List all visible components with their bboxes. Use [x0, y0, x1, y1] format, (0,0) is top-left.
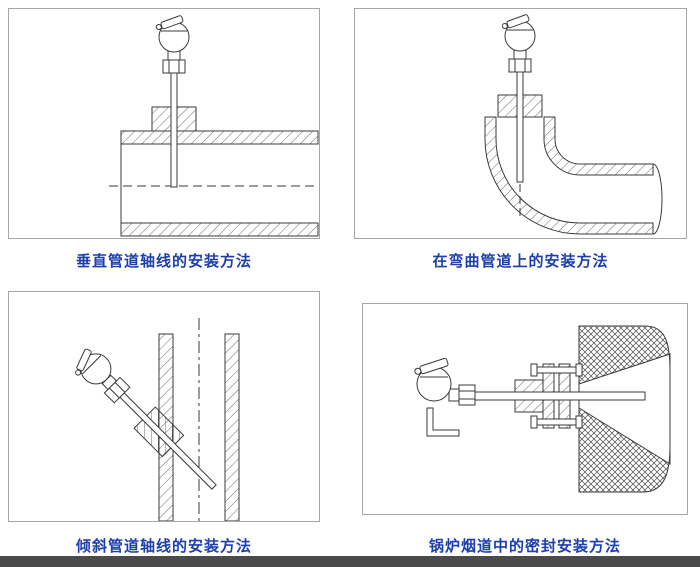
thermocouple-inclined	[75, 348, 217, 490]
flange-bolt	[534, 418, 580, 426]
panel-boiler-flue	[362, 303, 688, 515]
head-cap	[75, 348, 92, 376]
thermocouple-horizontal	[414, 357, 646, 437]
head-cap	[414, 357, 449, 375]
support-bracket	[426, 407, 460, 437]
bolt-nut	[530, 363, 538, 377]
panel-curved-pipe	[354, 8, 687, 239]
elbow-pipe	[484, 116, 663, 235]
vertical-pipe	[158, 318, 240, 521]
probe-stem	[170, 72, 178, 188]
panel-vertical-pipe	[8, 8, 320, 239]
bolt-nut	[575, 415, 583, 429]
hex-fitting	[458, 384, 476, 406]
pipe-open-end	[652, 163, 663, 235]
caption-vertical-pipe: 垂直管道轴线的安装方法	[75, 252, 252, 270]
diagram-sealed-flue-installation	[414, 325, 671, 493]
caption-inclined-pipe: 倾斜管道轴线的安装方法	[75, 537, 252, 555]
thermocouple-vertical	[151, 15, 197, 188]
diagram-elbow-installation	[484, 14, 663, 235]
thermocouple-vertical	[497, 14, 543, 183]
diagram-inclined-installation	[75, 318, 240, 521]
neck	[448, 388, 460, 402]
probe-stem	[516, 71, 524, 183]
probe-stem	[474, 391, 646, 401]
flange-bolt	[534, 366, 580, 374]
caption-boiler-flue: 锅炉烟道中的密封安装方法	[428, 537, 621, 555]
caption-curved-pipe: 在弯曲管道上的安装方法	[432, 252, 609, 270]
flue-wall	[578, 325, 671, 493]
head-cap	[501, 14, 530, 30]
diagram-vertical-installation	[109, 15, 319, 237]
bolt-nut	[575, 363, 583, 377]
hex-fitting	[162, 59, 186, 74]
panel-inclined-pipe	[8, 291, 320, 522]
hex-fitting	[508, 58, 532, 73]
head-cap	[155, 15, 184, 31]
horizontal-pipe	[109, 130, 319, 237]
bolt-nut	[530, 415, 538, 429]
bottom-bar	[0, 556, 700, 567]
